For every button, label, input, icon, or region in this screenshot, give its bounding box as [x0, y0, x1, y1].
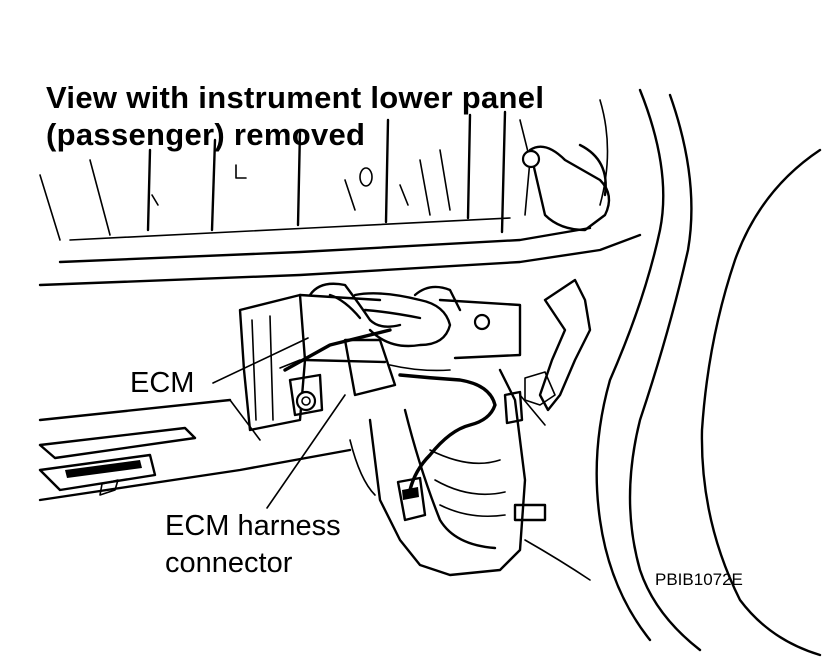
leader-lines	[212, 337, 346, 509]
door-frame	[521, 88, 822, 657]
instrument-panel-structure	[38, 110, 642, 287]
lower-left-panel	[38, 398, 352, 502]
harness-leader-line	[266, 394, 346, 509]
mounting-bracket	[519, 278, 592, 426]
lower-console	[349, 368, 591, 581]
view-caption-line2: (passenger) removed	[46, 117, 366, 152]
ecm-module	[238, 293, 392, 432]
ecm-leader-line	[212, 337, 309, 384]
view-caption-line1: View with instrument lower panel	[46, 80, 545, 115]
wiring-harness	[308, 282, 522, 522]
harness-label-line1: ECM harness	[165, 510, 341, 542]
figure-code: PBIB1072E	[655, 570, 743, 589]
ecm-label: ECM	[130, 367, 195, 399]
harness-label-line2: connector	[165, 547, 293, 579]
